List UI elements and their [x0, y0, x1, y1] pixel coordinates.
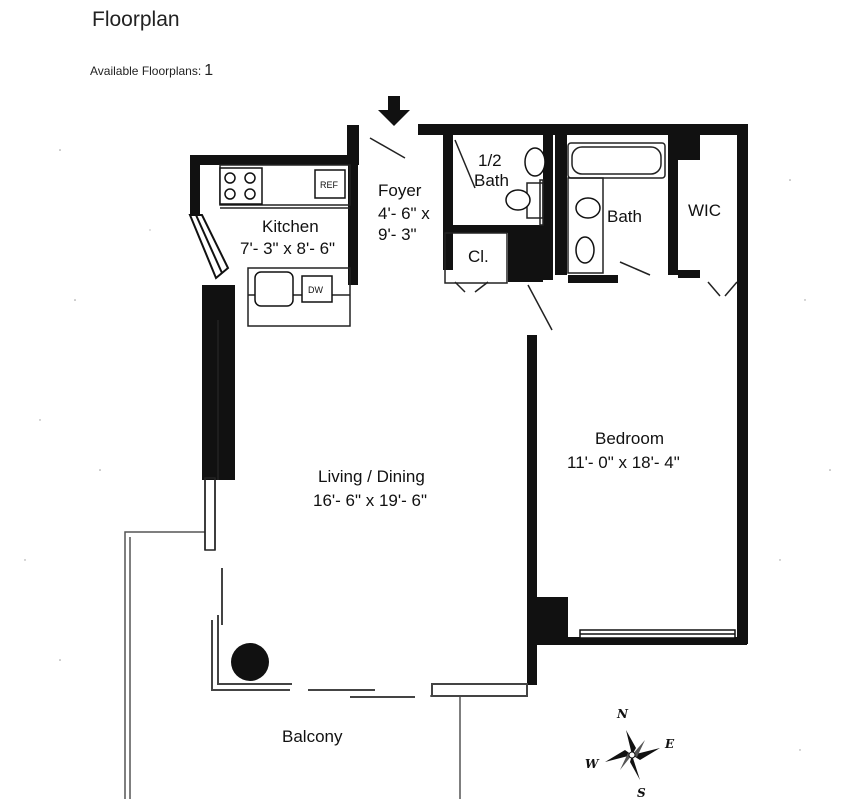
refrigerator-box — [314, 169, 346, 199]
half-bath-sink — [524, 147, 546, 177]
balcony-doors — [211, 568, 528, 698]
compass-needle-w — [605, 750, 632, 762]
available-floorplans-count: 1 — [204, 62, 214, 79]
balcony-outline — [124, 531, 461, 799]
kitchen-window — [188, 214, 230, 280]
half-bath-toilet — [505, 189, 531, 211]
compass-center — [628, 751, 636, 759]
living-name: Living / Dining — [318, 467, 425, 486]
compass-e: E — [664, 737, 675, 751]
half-bath-name-2: Bath — [474, 171, 509, 190]
compass-n: N — [616, 707, 629, 721]
foyer-dims-1: 4'- 6" x — [378, 204, 430, 223]
compass-needle-e — [632, 748, 660, 760]
compass-needle-ne — [632, 740, 645, 757]
available-floorplans: Available Floorplans:1 — [90, 62, 213, 80]
foyer-name: Foyer — [378, 181, 422, 200]
entrance-arrow — [378, 96, 410, 126]
bedroom-dims: 11'- 0" x 18'- 4" — [567, 453, 680, 472]
bedroom-window — [579, 629, 736, 639]
bedroom-name: Bedroom — [595, 429, 664, 448]
page-title: Floorplan — [92, 8, 180, 31]
compass-needle-s — [630, 755, 640, 780]
bath-sink — [575, 236, 595, 264]
refrigerator-label: REF — [320, 180, 339, 190]
closet-name: Cl. — [468, 247, 489, 266]
compass-needle-sw — [620, 753, 632, 770]
living-dims: 16'- 6" x 19'- 6" — [313, 491, 427, 510]
exterior-walls — [190, 124, 748, 685]
kitchen-name: Kitchen — [262, 217, 319, 236]
half-bath-name-1: 1/2 — [478, 151, 502, 170]
stove — [219, 167, 263, 205]
structural-column — [231, 643, 269, 681]
compass-needle-n — [626, 730, 636, 755]
wic-name: WIC — [688, 201, 721, 220]
compass-s: S — [637, 786, 646, 800]
dishwasher-label: DW — [308, 285, 323, 295]
foyer-dims-2: 9'- 3" — [378, 225, 417, 244]
compass-w: W — [585, 757, 600, 771]
kitchen-sink — [254, 271, 294, 307]
bath-name: Bath — [607, 207, 642, 226]
available-floorplans-label: Available Floorplans: — [90, 64, 202, 78]
bath-toilet — [575, 197, 601, 219]
balcony-name: Balcony — [282, 727, 343, 746]
door-swings — [369, 137, 738, 331]
compass-rose: N S E W — [585, 707, 675, 800]
paper-speckles — [24, 149, 831, 751]
dishwasher-box — [301, 275, 333, 303]
kitchen-dims: 7'- 3" x 8'- 6" — [240, 239, 335, 258]
